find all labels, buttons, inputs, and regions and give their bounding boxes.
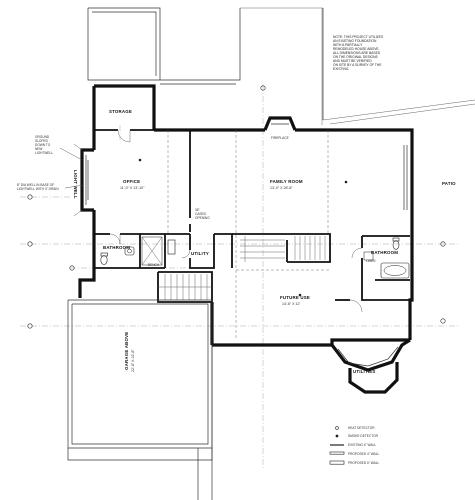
grid-lines <box>20 85 460 470</box>
ground-line-5: LIGHTWELL <box>35 151 53 155</box>
svg-text:ON SITE BY A SURVEY OF THE: ON SITE BY A SURVEY OF THE <box>333 63 382 67</box>
svg-text:EXISTING.: EXISTING. <box>333 67 349 71</box>
patio-label: PATIO <box>442 181 456 186</box>
ground-line-1: GROUND <box>35 135 50 139</box>
garage-size: 22'-8" X 22'-8" <box>131 349 135 372</box>
svg-text:NOTE: THIS PROJECT UTILIZES: NOTE: THIS PROJECT UTILIZES <box>333 35 384 39</box>
future-use-size: 14'-6" X 12' <box>282 302 301 306</box>
site-note: NOTE: THIS PROJECT UTILIZES AN EXISTING … <box>333 35 384 71</box>
storage-label: STORAGE <box>109 109 132 114</box>
detectors <box>138 158 348 297</box>
legend-proposed-6-wall: PROPOSED 6" WALL <box>329 460 380 465</box>
light-well-label: LIGHT WELL <box>73 170 78 199</box>
ground-note: GROUND SLOPED DOWN TO NEW LIGHTWELL <box>35 135 83 161</box>
room-labels: STORAGE OFFICE 11'-0" X 13'-10" FAMILY R… <box>103 109 456 374</box>
legend-proposed-4-wall: PROPOSED 4" WALL <box>329 451 380 456</box>
beam-lines <box>167 130 330 340</box>
light-well <box>73 143 94 217</box>
legend-heat-detector: HEAT DETECTOR <box>335 426 375 430</box>
bay-window <box>330 338 411 394</box>
svg-text:WITH A PARTIALLY: WITH A PARTIALLY <box>333 43 363 47</box>
stairs-central <box>240 236 326 262</box>
fireplace-label: FIREPLACE <box>271 136 289 140</box>
interior-walls <box>94 129 412 303</box>
garage-outline <box>67 299 213 500</box>
utilities-right-label: UTILITIES <box>353 369 376 374</box>
linen-label: LINEN <box>366 259 376 263</box>
svg-text:PROPOSED 4" WALL: PROPOSED 4" WALL <box>348 452 380 456</box>
windows <box>87 145 408 210</box>
svg-text:EXISTING 4" WALL: EXISTING 4" WALL <box>348 443 376 447</box>
well-line-1: 8" DIA WELL IN BASE OF <box>17 183 54 187</box>
ground-line-2: SLOPED <box>35 139 49 143</box>
legend-existing-wall: EXISTING 4" WALL <box>330 443 376 447</box>
legend: HEAT DETECTOR SMOKE DETECTOR EXISTING 4"… <box>329 426 380 465</box>
opening-line-1: 36" <box>195 208 200 212</box>
fireplace <box>263 116 297 131</box>
opening-note: 36" CASED OPENING <box>195 208 210 220</box>
office-size: 11'-0" X 13'-10" <box>120 186 145 190</box>
svg-text:AN EXISTING FOUNDATION: AN EXISTING FOUNDATION <box>333 39 377 43</box>
well-note: 8" DIA WELL IN BASE OF LIGHTWELL WITH 4"… <box>17 183 85 191</box>
bathroom-right-label: BATHROOM <box>371 250 398 255</box>
svg-text:AND MUST BE VERIFIED: AND MUST BE VERIFIED <box>333 59 372 63</box>
utility-left-label: UTILITY <box>191 251 209 256</box>
grid-markers <box>27 85 446 329</box>
office-label: OFFICE <box>123 179 140 184</box>
bathroom-left-label: BATHROOM <box>103 245 130 250</box>
svg-text:SMOKE DETECTOR: SMOKE DETECTOR <box>348 434 379 438</box>
upper-outline <box>87 7 475 125</box>
doors <box>109 129 363 313</box>
well-line-2: LIGHTWELL WITH 4" DRAIN <box>17 187 59 191</box>
ground-line-4: NEW <box>35 147 42 151</box>
svg-text:ALL DIMENSIONS ARE BASED: ALL DIMENSIONS ARE BASED <box>333 51 381 55</box>
legend-smoke-detector: SMOKE DETECTOR <box>335 434 379 438</box>
opening-line-2: CASED <box>195 212 207 216</box>
bench-label: BENCH <box>148 263 160 267</box>
family-room-label: FAMILY ROOM <box>270 179 303 184</box>
stairs-left <box>158 274 212 300</box>
svg-text:ON THE ORIGINAL DESIGNS: ON THE ORIGINAL DESIGNS <box>333 55 379 59</box>
svg-text:HEAT DETECTOR: HEAT DETECTOR <box>348 426 375 430</box>
left-bath-fixtures <box>100 236 176 266</box>
ground-line-3: DOWN TO <box>35 143 51 147</box>
right-bath-fixtures <box>363 237 410 279</box>
svg-text:REMODELED HOUSE ABOVE.: REMODELED HOUSE ABOVE. <box>333 47 380 51</box>
opening-line-3: OPENING <box>195 216 210 220</box>
future-use-label: FUTURE USE <box>280 295 310 300</box>
garage-label: GARAGE ABOVE <box>124 332 129 370</box>
family-room-size: 13'-0" X 28'-8" <box>270 186 293 190</box>
exterior-walls <box>78 84 414 347</box>
svg-text:PROPOSED 6" WALL: PROPOSED 6" WALL <box>348 461 380 465</box>
